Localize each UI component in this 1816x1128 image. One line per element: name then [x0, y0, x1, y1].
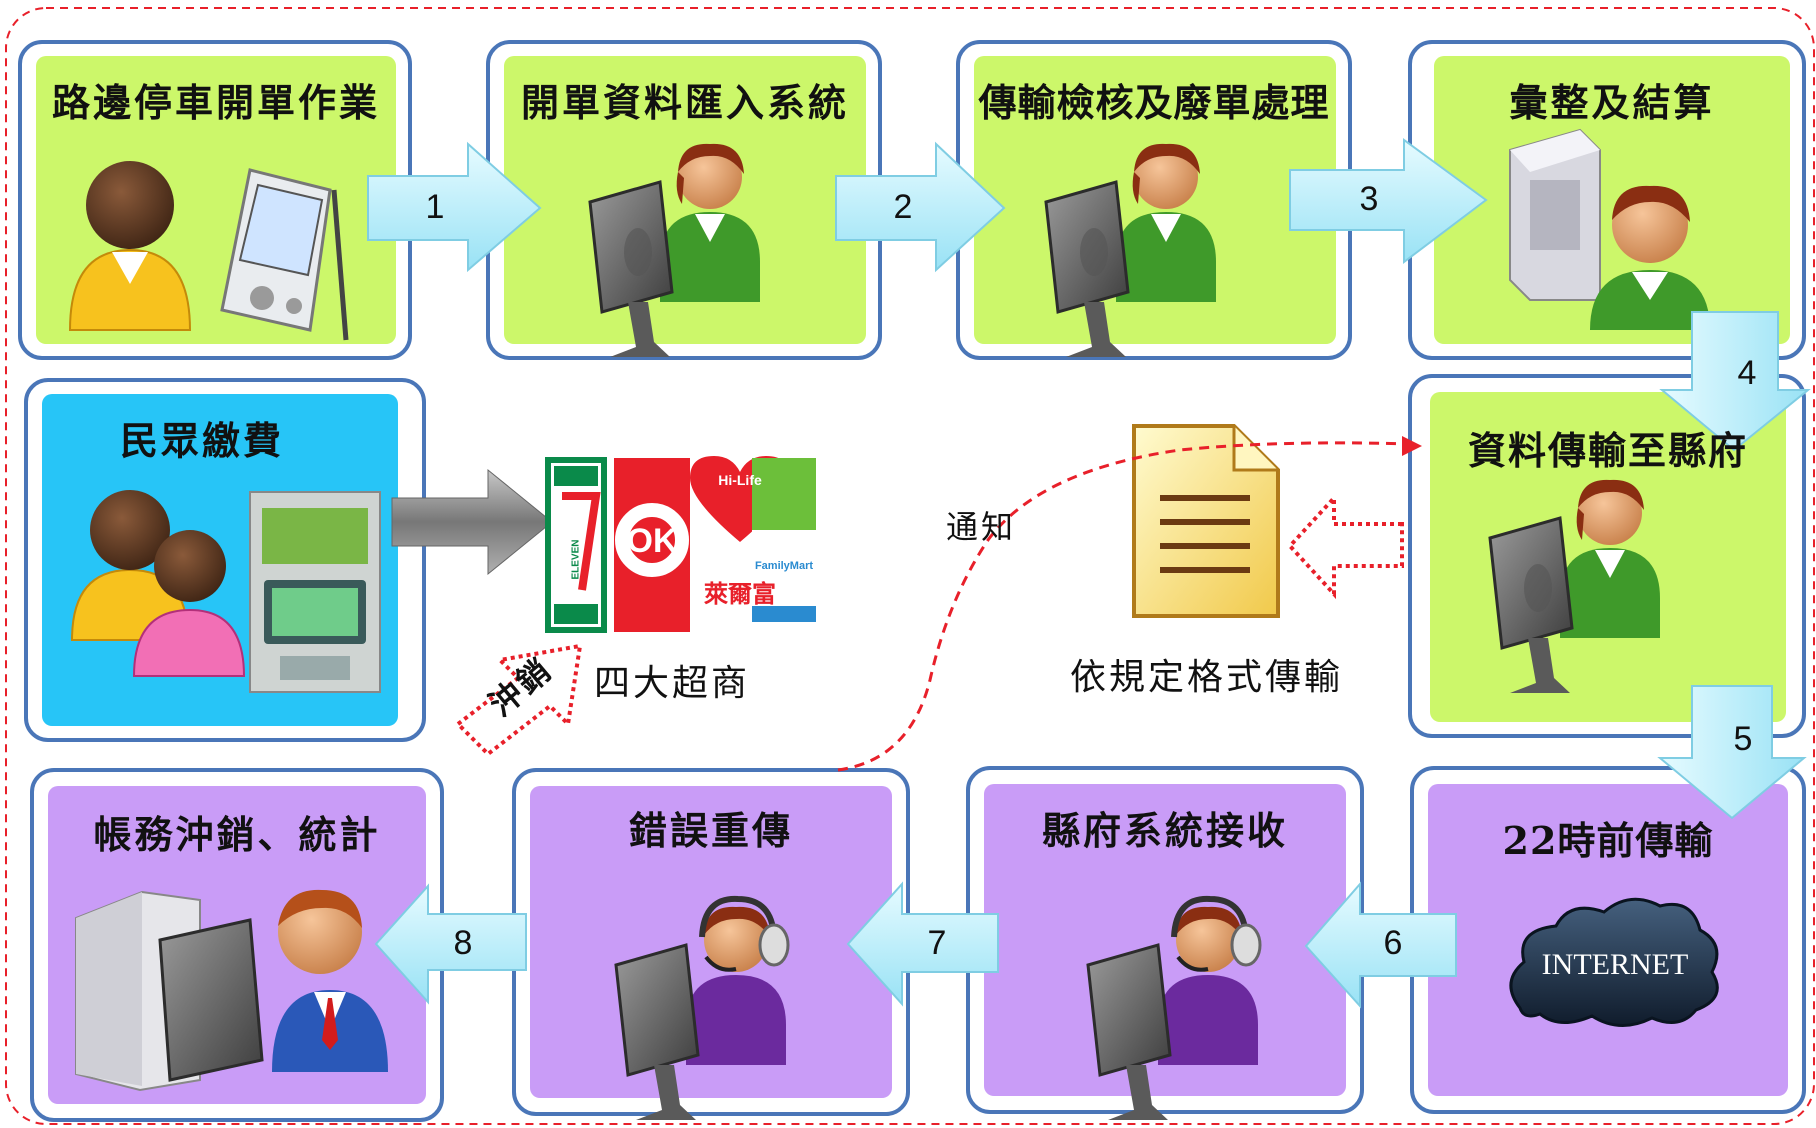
format-label: 依規定格式傳輸 — [1070, 657, 1344, 698]
hilife-cn-text: 萊爾富 — [704, 580, 776, 608]
step-3-title: 傳輸檢核及廢單處理 — [978, 80, 1330, 125]
kiosk-icon — [249, 491, 381, 693]
flow-arrow-8 — [374, 883, 527, 1005]
flow-arrow-4 — [1659, 311, 1811, 452]
pda-icon — [220, 168, 349, 341]
arrow-4-label: 4 — [1737, 354, 1757, 392]
stores-label: 四大超商 — [594, 663, 751, 704]
ok-text: OK — [626, 522, 678, 560]
server-icon — [1509, 128, 1601, 301]
arrow-3-label: 3 — [1359, 180, 1379, 218]
flow-arrow-3 — [1289, 138, 1488, 265]
step-6-title: 22時前傳輸 — [1502, 818, 1714, 863]
outer-frame — [5, 7, 1815, 1125]
step-4-title: 彙整及結算 — [1509, 80, 1715, 125]
payment-arrow — [391, 468, 553, 576]
payment-title: 民眾繳費 — [119, 418, 284, 463]
arrow-5-label: 5 — [1733, 720, 1753, 758]
step-8-title: 錯誤重傳 — [628, 808, 793, 853]
seven-eleven-logo — [545, 457, 607, 633]
hilife-text: Hi-Life — [718, 472, 762, 488]
internet-cloud-icon — [1509, 897, 1719, 1028]
arrow-7-label: 7 — [927, 924, 947, 962]
flow-arrow-7 — [846, 881, 999, 1007]
box-step-2 — [486, 40, 882, 360]
internet-label: INTERNET — [1541, 948, 1689, 981]
field-officer-icon — [68, 161, 192, 331]
arrow-2-label: 2 — [893, 188, 913, 226]
format-arrow — [1287, 492, 1404, 600]
familymart-logo — [752, 458, 816, 622]
step-9-title: 帳務沖銷、統計 — [93, 812, 381, 857]
step-5-title: 資料傳輸至縣府 — [1467, 428, 1748, 473]
step-1-title: 路邊停車開單作業 — [51, 80, 380, 125]
flow-arrow-1 — [367, 141, 542, 273]
arrow-6-label: 6 — [1383, 924, 1403, 962]
flow-arrow-5 — [1657, 685, 1807, 820]
box-step-7 — [966, 766, 1364, 1114]
flow-arrow-6 — [1304, 881, 1457, 1009]
server-admin-icon — [75, 889, 388, 1092]
seven-eleven-text: ELEVEN — [570, 539, 582, 580]
accountant-icon — [1590, 185, 1710, 330]
citizens-icon — [70, 490, 246, 677]
arrow-8-label: 8 — [453, 924, 473, 962]
step-2-title: 開單資料匯入系統 — [520, 80, 849, 125]
step-7-title: 縣府系統接收 — [1041, 808, 1288, 853]
arrow-1-label: 1 — [425, 188, 445, 226]
notify-label: 通知 — [946, 508, 1017, 546]
document-icon — [1132, 424, 1280, 618]
notify-curve — [837, 441, 1411, 772]
familymart-text: FamilyMart — [754, 560, 814, 572]
ok-logo — [614, 458, 690, 632]
flow-arrow-2 — [835, 141, 1006, 273]
